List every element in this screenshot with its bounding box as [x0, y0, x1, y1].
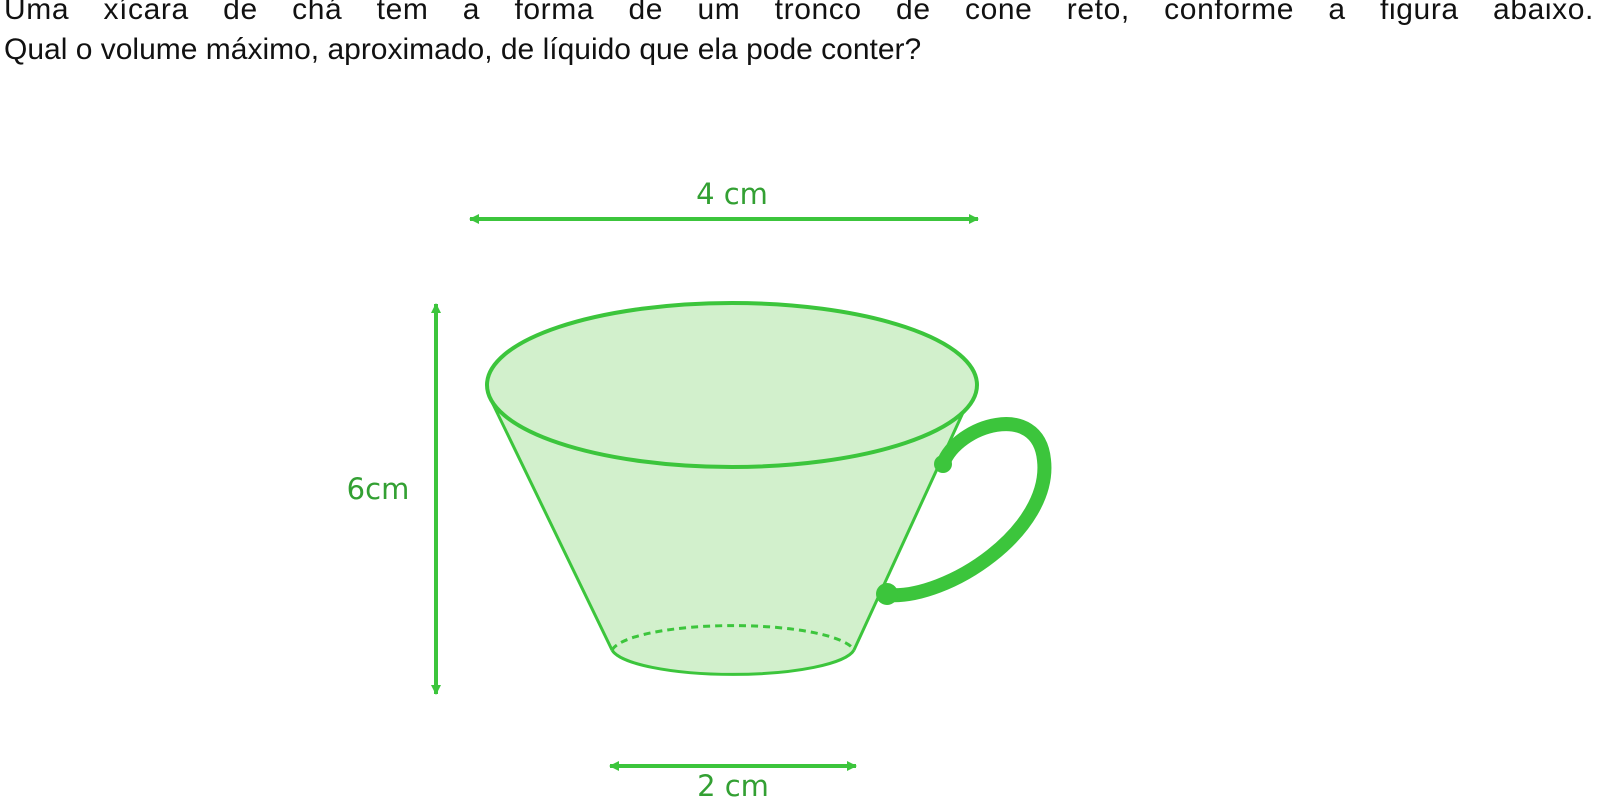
- cup-body: [488, 390, 974, 675]
- handle-top-joint: [934, 455, 952, 473]
- cup-handle: [880, 417, 1052, 603]
- handle-bottom-joint: [876, 583, 898, 605]
- cup-base-hidden-edge: [610, 624, 856, 651]
- cup-rim: [485, 301, 979, 469]
- question-line-1: Uma xícara de chá tem a forma de um tron…: [4, 0, 1594, 26]
- bottom-diameter-label: 2 cm: [697, 769, 769, 798]
- cup-base-front: [610, 649, 856, 676]
- height-label: 6cm: [347, 472, 410, 506]
- cup-left-side: [489, 399, 614, 651]
- question-line-2: Qual o volume máximo, aproximado, de líq…: [4, 33, 922, 66]
- question-text: Uma xícara de chá tem a forma de um tron…: [4, 0, 1594, 70]
- top-diameter-label: 4 cm: [696, 177, 768, 211]
